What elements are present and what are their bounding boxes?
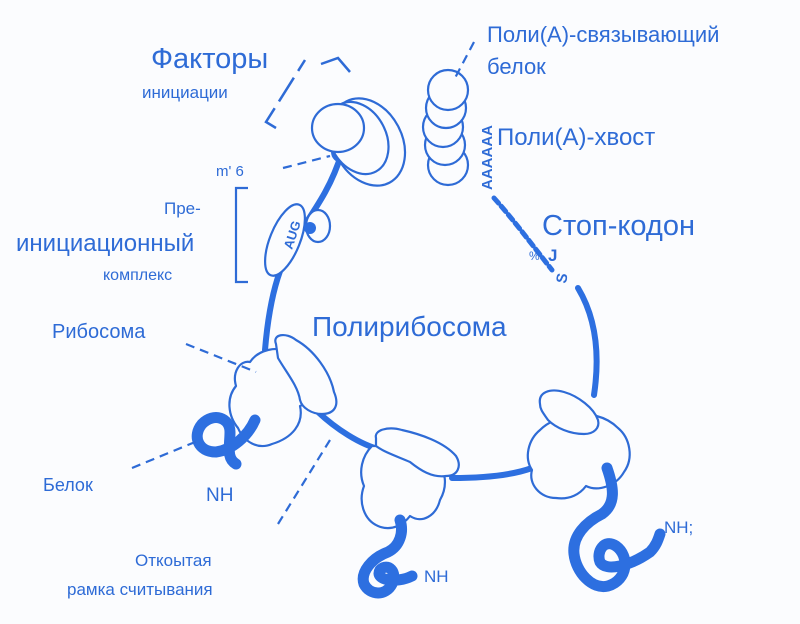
complex-label: комплекс: [103, 267, 173, 284]
protein-leader: [131, 438, 201, 470]
stop-codon-label: Стоп-кодон: [542, 210, 695, 242]
nh-label-2: NH: [424, 567, 449, 586]
protein-chain-right: [568, 462, 666, 592]
pabp-leader: [454, 41, 475, 79]
initiation-factor-cluster: [310, 97, 407, 187]
mrna-strand-bottom: [449, 465, 535, 481]
pre-initiation-complex: [263, 203, 332, 277]
stop-codon-glyph-2: J: [548, 246, 557, 265]
initiation-factors-label: Факторы: [151, 43, 269, 75]
polysome-label: Полирибосома: [312, 311, 507, 342]
factor-bracket-2: [320, 56, 351, 73]
pabp-label-2: белок: [487, 54, 546, 79]
stop-codon-glyph-3: S: [553, 272, 571, 285]
cap-leader: [282, 154, 331, 170]
mrna-strand-right: [575, 285, 600, 398]
protein-label: Белок: [43, 475, 93, 495]
protein-chain-left: [191, 412, 261, 470]
pabp-label-1: Поли(А)-связывающий: [487, 22, 720, 47]
initiation-complex-label: инициационный: [16, 230, 195, 257]
mrna-strand-top-right: [491, 195, 555, 273]
ribosome-right: [526, 389, 631, 500]
nh-label-1: NH: [206, 485, 234, 506]
ribosome-label: Рибосома: [52, 321, 146, 343]
protein-chain-bottom: [357, 514, 418, 599]
factor-bracket-1: [264, 59, 307, 130]
ribosome-bottom: [360, 427, 460, 530]
poly-a-tail-label: Поли(А)-хвост: [497, 124, 656, 151]
orf-label-1: Откоытая: [135, 551, 212, 570]
poly-a-sequence: AAAAAA: [479, 125, 496, 190]
stop-codon-glyph-1: %: [529, 249, 540, 263]
pre-label: Пре-: [164, 199, 201, 218]
pre-initiation-bracket: [234, 186, 248, 284]
ribosome-leader: [185, 342, 257, 374]
orf-leader: [277, 439, 331, 525]
cap-label: m' 6: [216, 163, 244, 180]
poly-a-binding-protein: [421, 68, 470, 187]
initiation-factors-label-2: инициации: [142, 83, 228, 102]
nh-label-3: NH;: [664, 518, 694, 537]
orf-label-2: рамка считывания: [67, 580, 213, 599]
